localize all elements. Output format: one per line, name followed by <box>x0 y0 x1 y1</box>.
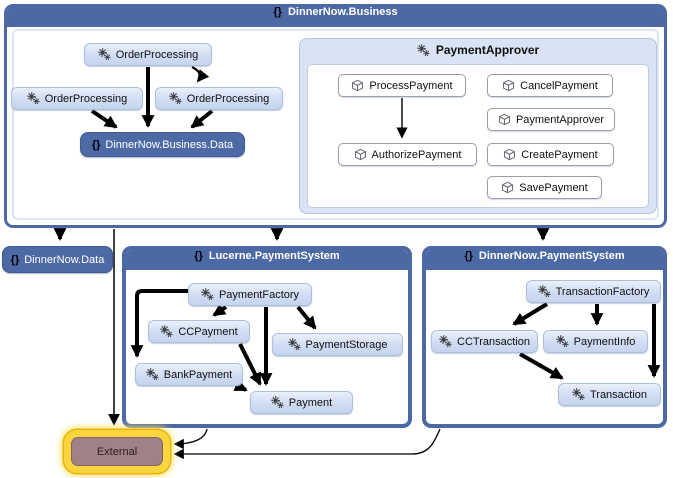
node-external[interactable]: External <box>64 430 170 473</box>
container-header-band <box>126 250 408 270</box>
node-label: TransactionFactory <box>555 285 650 298</box>
node-payment[interactable]: Payment <box>250 391 353 414</box>
gears-icon <box>538 285 551 298</box>
gears-icon <box>556 335 569 348</box>
node-label: CCTransaction <box>457 335 530 348</box>
container-title-lucerne: {} Lucerne.PaymentSystem <box>122 250 412 262</box>
cube-icon <box>351 79 364 92</box>
container-header-band <box>426 250 663 270</box>
node-label: DinnerNow.Business.Data <box>105 138 234 151</box>
namespace-braces-icon: {} <box>194 250 203 262</box>
container-inner-panel <box>12 29 659 220</box>
node-create-payment[interactable]: CreatePayment <box>487 143 614 166</box>
node-label: PaymentInfo <box>573 335 636 348</box>
node-order-processing-left[interactable]: OrderProcessing <box>11 87 143 110</box>
node-payment-factory[interactable]: PaymentFactory <box>188 283 312 306</box>
node-label: Transaction <box>589 388 648 401</box>
container-label: DinnerNow.PaymentSystem <box>478 250 625 262</box>
node-label: SavePayment <box>519 181 588 194</box>
node-dinnernow-data[interactable]: {} DinnerNow.Data <box>2 246 113 273</box>
gears-icon <box>160 325 173 338</box>
node-process-payment[interactable]: ProcessPayment <box>338 74 466 97</box>
node-label: PaymentApprover <box>515 113 605 126</box>
node-payment-approver[interactable]: PaymentApprover <box>487 108 615 131</box>
node-transaction[interactable]: Transaction <box>558 383 661 406</box>
node-label: OrderProcessing <box>186 92 270 105</box>
namespace-braces-icon: {} <box>273 6 282 18</box>
gears-icon <box>201 288 214 301</box>
namespace-braces-icon: {} <box>91 138 101 151</box>
node-dinnernow-business-data[interactable]: {} DinnerNow.Business.Data <box>80 132 245 157</box>
gears-icon <box>439 335 452 348</box>
gears-icon <box>572 388 585 401</box>
cube-icon <box>354 148 367 161</box>
node-label: Payment <box>288 396 333 409</box>
node-label: DinnerNow.Data <box>24 253 105 266</box>
external-fill: External <box>71 437 163 466</box>
node-label: CancelPayment <box>520 79 598 92</box>
gears-icon <box>271 396 284 409</box>
node-label: CreatePayment <box>521 148 598 161</box>
node-cc-transaction[interactable]: CCTransaction <box>431 330 538 353</box>
container-header-band <box>7 7 664 27</box>
node-payment-storage[interactable]: PaymentStorage <box>272 333 403 356</box>
gears-icon <box>27 92 40 105</box>
node-order-processing-top[interactable]: OrderProcessing <box>84 43 212 66</box>
node-cancel-payment[interactable]: CancelPayment <box>487 74 613 97</box>
node-transaction-factory[interactable]: TransactionFactory <box>526 280 661 303</box>
cube-icon <box>502 79 515 92</box>
node-label: OrderProcessing <box>44 92 128 105</box>
node-label: BankPayment <box>163 368 233 381</box>
group-label: PaymentApprover <box>435 43 540 57</box>
container-label: Lucerne.PaymentSystem <box>208 250 340 262</box>
node-authorize-payment[interactable]: AuthorizePayment <box>338 143 477 166</box>
gears-icon <box>146 368 159 381</box>
node-label: OrderProcessing <box>115 48 199 61</box>
namespace-braces-icon: {} <box>464 250 473 262</box>
node-label: AuthorizePayment <box>371 148 462 161</box>
node-label: PaymentFactory <box>218 288 300 301</box>
node-label: CCPayment <box>178 325 238 338</box>
gears-icon <box>417 44 430 57</box>
gears-icon <box>169 92 182 105</box>
node-save-payment[interactable]: SavePayment <box>487 176 602 199</box>
cube-icon <box>501 181 514 194</box>
node-cc-payment[interactable]: CCPayment <box>148 320 250 343</box>
cube-icon <box>503 148 516 161</box>
node-order-processing-mid[interactable]: OrderProcessing <box>155 87 283 110</box>
node-payment-info[interactable]: PaymentInfo <box>543 330 648 353</box>
node-label: PaymentStorage <box>305 338 388 351</box>
gears-icon <box>98 48 111 61</box>
node-bank-payment[interactable]: BankPayment <box>135 363 243 386</box>
container-title-dinnernow-payment: {} DinnerNow.PaymentSystem <box>422 250 667 262</box>
node-label: External <box>96 445 138 458</box>
namespace-braces-icon: {} <box>10 253 20 266</box>
cube-icon <box>498 113 511 126</box>
node-label: ProcessPayment <box>369 79 453 92</box>
container-label: DinnerNow.Business <box>287 6 398 18</box>
container-title-business: {} DinnerNow.Business <box>4 6 667 18</box>
gears-icon <box>288 338 301 351</box>
group-title-payment-approver: PaymentApprover <box>299 43 657 57</box>
